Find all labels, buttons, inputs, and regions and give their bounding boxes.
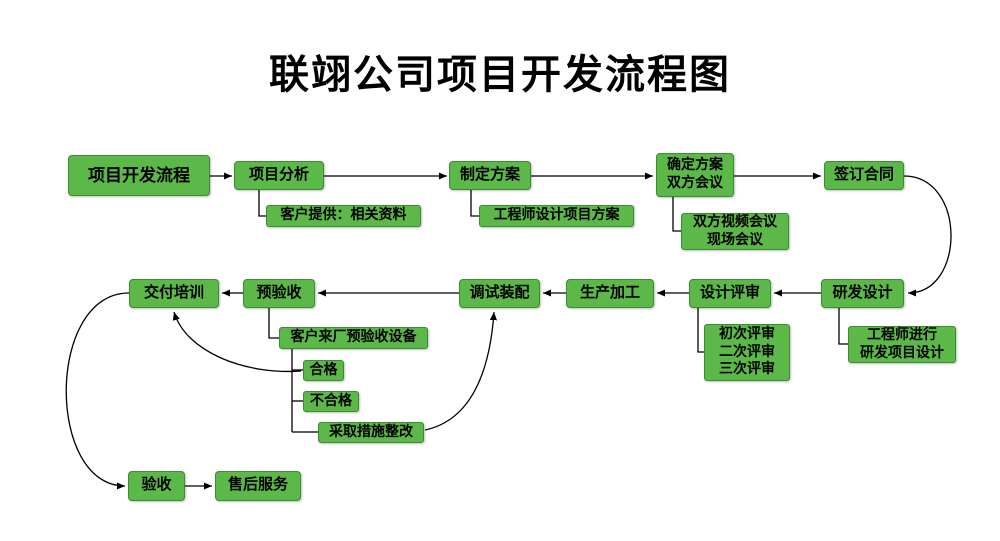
annotation-engineer-rd: 工程师进行 研发项目设计 [848, 326, 956, 363]
node-design-review: 设计评审 [689, 279, 771, 308]
node-sign-contract: 签订合同 [824, 161, 904, 190]
arrow-rectify-to-debug [424, 311, 498, 431]
elbow-preacceptance-to-note [268, 308, 279, 339]
node-delivery-training: 交付培训 [129, 279, 219, 308]
elbow-rddesign-to-engineer-rd [838, 308, 848, 345]
node-rd-design: 研发设计 [821, 279, 904, 308]
annotation-meetings: 双方视频会议 现场会议 [681, 213, 789, 250]
node-production: 生产加工 [566, 279, 654, 308]
annotation-pre-acceptance-note: 客户来厂预验收设备 [279, 327, 428, 349]
annotation-engineer-plan: 工程师设计项目方案 [479, 205, 634, 227]
annotation-rectify: 采取措施整改 [318, 422, 424, 443]
annotation-qualified: 合格 [303, 360, 344, 381]
node-make-plan: 制定方案 [449, 161, 531, 190]
node-pre-acceptance: 预验收 [243, 279, 315, 308]
node-start: 项目开发流程 [68, 155, 210, 196]
node-after-sales: 售后服务 [215, 471, 301, 501]
elbow-plan-to-engineer-plan [470, 190, 479, 217]
node-project-analysis: 项目分析 [234, 161, 324, 190]
annotation-customer-materials: 客户提供：相关资料 [266, 205, 421, 227]
node-acceptance: 验收 [128, 471, 185, 501]
annotation-reviews: 初次评审 二次评审 三次评审 [704, 324, 790, 381]
node-confirm-plan: 确定方案 双方会议 [656, 153, 734, 197]
annotation-unqualified: 不合格 [303, 391, 359, 412]
elbow-confirm-to-meetings [672, 197, 681, 232]
connector-delivery-to-acceptance-curve [65, 292, 130, 490]
connector-sign-to-rddesign-curve [903, 175, 952, 297]
page-title: 联翊公司项目开发流程图 [269, 52, 731, 97]
elbow-analysis-to-customer-materials [258, 190, 266, 217]
node-debug-assembly: 调试装配 [459, 279, 540, 308]
